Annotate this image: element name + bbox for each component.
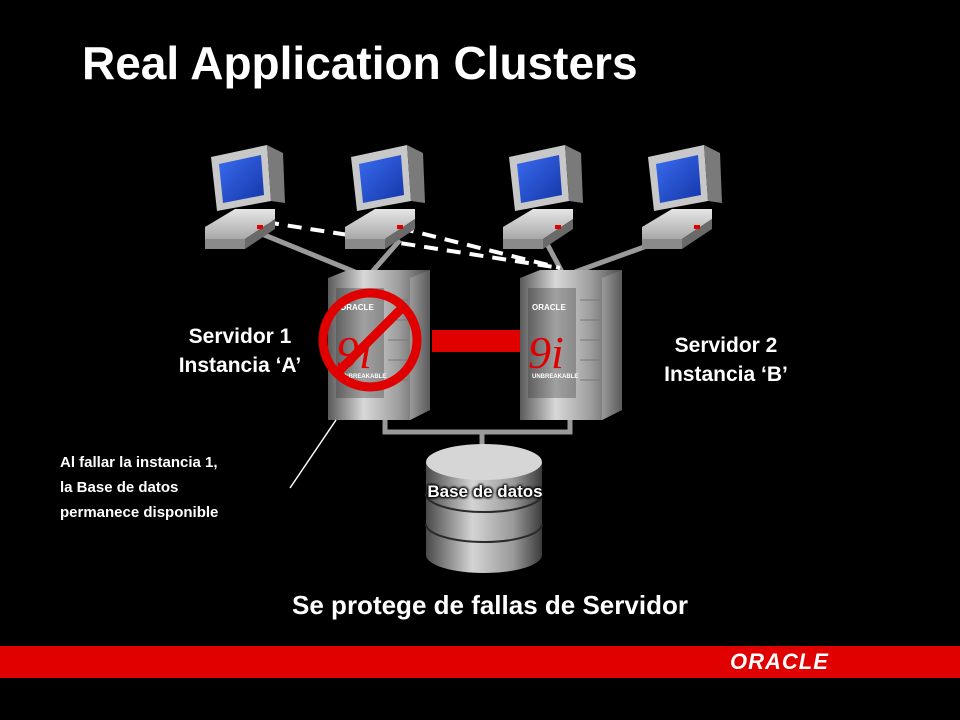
server-icon: ORACLE 9i UNBREAKABLE [520,270,622,420]
no-symbol-icon [318,288,422,392]
server2-version: 9i [528,327,564,378]
server1-instance: Instancia ‘A’ [178,354,302,377]
server2-name: Servidor 2 [674,334,778,357]
failover-path-ws2 [399,226,561,270]
failover-note: Al fallar la instancia 1, la Base de dat… [60,450,218,525]
server1-badge: ORACLE [340,303,374,312]
note-pointer [289,419,337,489]
server2-badge: ORACLE [532,303,566,312]
slide-title: Real Application Clusters [82,37,638,89]
oracle-logo: ORACLE [730,649,829,674]
server2-label: Servidor 2 Instancia ‘B’ [636,331,816,389]
note-line: la Base de datos [60,479,179,496]
server1-caption: UNBREAKABLE [340,374,386,380]
slide-subtitle: Se protege de fallas de Servidor [292,590,688,620]
server1-name: Servidor 1 [188,325,292,348]
note-line: Al fallar la instancia 1, [60,454,218,471]
workstation-icon [205,145,285,249]
failover-path-ws1 [264,220,561,270]
database-label: Base de datos [427,482,543,501]
note-line: permanece disponible [60,504,219,521]
server1-label: Servidor 1 Instancia ‘A’ [150,322,330,380]
failover-paths [264,220,561,270]
cluster-interconnect [432,330,524,352]
workstation-icon [345,145,425,249]
footer-bar [0,646,960,678]
cable-ws2-server1 [370,238,402,274]
database-icon [425,444,543,573]
cable-ws1-server1 [261,231,356,275]
server2-caption: UNBREAKABLE [532,374,578,380]
workstation-icon [503,145,583,249]
cable-servers-database [382,410,573,435]
server2-instance: Instancia ‘B’ [664,363,788,386]
workstation-icon [642,145,722,249]
